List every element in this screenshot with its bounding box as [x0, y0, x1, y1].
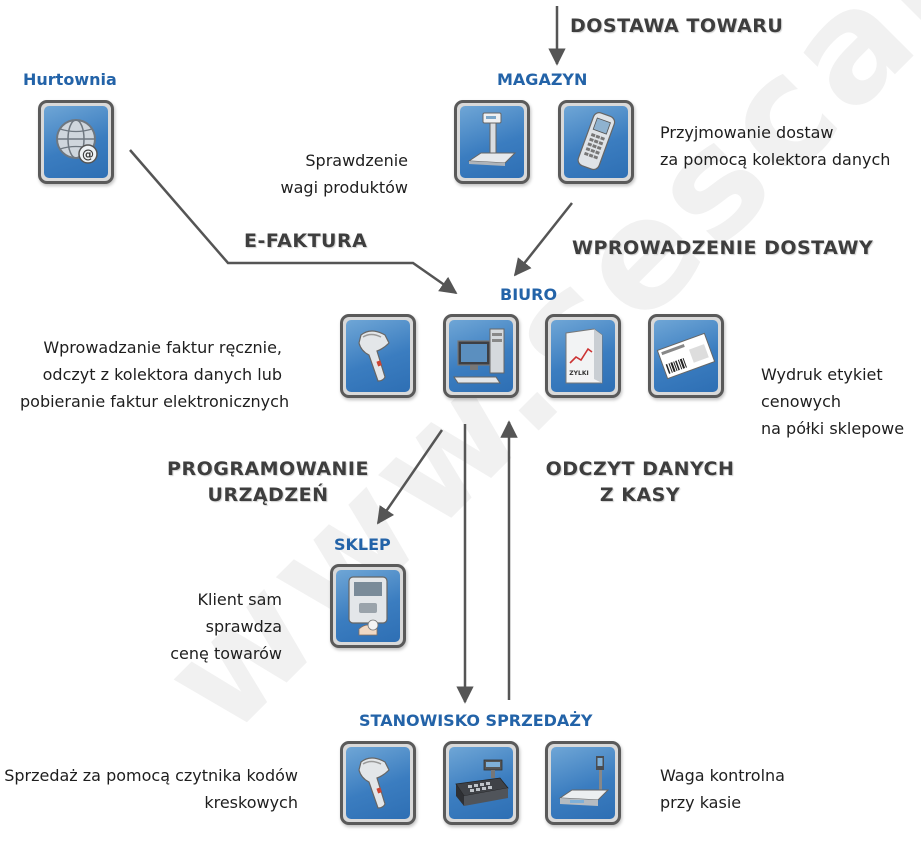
tile-stanowisko-scanner — [340, 741, 416, 825]
desc-wydruk-line3: na półki sklepowe — [761, 419, 905, 438]
desc-faktury-line3: pobieranie faktur elektronicznych — [20, 392, 290, 411]
tile-stanowisko-scale — [545, 741, 621, 825]
node-title-hurtownia: Hurtownia — [23, 70, 117, 89]
desc-klient-line1: Klient sam — [197, 590, 282, 609]
node-title-sklep: SKLEP — [334, 535, 391, 554]
desc-faktury: Wprowadzanie faktur ręcznie, odczyt z ko… — [20, 334, 290, 415]
flow-label-programowanie-line1: PROGRAMOWANIE — [167, 458, 369, 480]
desc-faktury-line1: Wprowadzanie faktur ręcznie, — [43, 338, 282, 357]
tile-hurtownia: @ — [38, 100, 114, 184]
desc-klient-line3: cenę towarów — [170, 644, 282, 663]
platform-scale-icon — [467, 112, 517, 166]
tile-magazyn-collector — [558, 100, 634, 184]
tile-sklep-checker — [330, 564, 406, 648]
software-box-icon: ZYLKI — [565, 328, 603, 384]
desc-klient: Klient sam sprawdza cenę towarów — [120, 586, 282, 667]
price-checker-icon — [348, 576, 388, 636]
desc-sprzedaz-line1: Sprzedaż za pomocą czytnika kodów — [4, 766, 298, 785]
arrow-magazyn-biuro — [513, 202, 573, 277]
checkout-scale-icon — [558, 756, 610, 806]
desc-przyjmowanie-line1: Przyjmowanie dostaw — [660, 123, 834, 142]
desc-przyjmowanie-line2: za pomocą kolektora danych — [660, 150, 891, 169]
flow-label-dostawa-towaru: DOSTAWA TOWARU — [570, 15, 784, 37]
flow-label-odczyt-line1: ODCZYT DANYCH — [545, 458, 735, 480]
desc-wydruk: Wydruk etykiet cenowych na półki sklepow… — [761, 361, 904, 442]
flow-label-wprowadzenie-dostawy: WPROWADZENIE DOSTAWY — [572, 237, 874, 259]
tile-biuro-software: ZYLKI — [545, 314, 621, 398]
software-box-label: ZYLKI — [569, 370, 588, 377]
node-title-biuro: BIURO — [500, 285, 558, 304]
desc-faktury-line2: odczyt z kolektora danych lub — [42, 365, 282, 384]
desc-klient-line2: sprawdza — [205, 617, 282, 636]
svg-text:@: @ — [82, 148, 94, 162]
flow-label-odczyt-line2: Z KASY — [599, 484, 681, 506]
tile-biuro-scanner — [340, 314, 416, 398]
tile-biuro-label — [648, 314, 724, 398]
desc-waga-line1: Waga kontrolna — [660, 766, 785, 785]
tile-biuro-computer — [443, 314, 519, 398]
flow-label-programowanie-line2: URZĄDZEŃ — [207, 484, 329, 506]
desc-przyjmowanie: Przyjmowanie dostaw za pomocą kolektora … — [660, 119, 890, 173]
desc-sprzedaz: Sprzedaż za pomocą czytnika kodów kresko… — [4, 762, 298, 816]
globe-email-icon: @ — [56, 119, 98, 164]
desc-wydruk-line1: Wydruk etykiet — [761, 365, 883, 384]
arrow-hurtownia-biuro — [129, 149, 458, 295]
flow-label-e-faktura: E-FAKTURA — [244, 230, 368, 252]
desc-sprawdzenie: Sprawdzenie wagi produktów — [200, 147, 408, 201]
data-collector-icon — [577, 112, 616, 171]
desc-sprzedaz-line2: kreskowych — [204, 793, 298, 812]
price-label-icon — [656, 332, 716, 380]
desc-sprawdzenie-line1: Sprawdzenie — [305, 151, 408, 170]
tile-magazyn-scale — [454, 100, 530, 184]
flow-label-programowanie: PROGRAMOWANIE URZĄDZEŃ — [158, 456, 378, 508]
desc-waga: Waga kontrolna przy kasie — [660, 762, 785, 816]
node-title-magazyn: MAGAZYN — [497, 70, 588, 89]
tile-stanowisko-register — [443, 741, 519, 825]
flow-label-odczyt: ODCZYT DANYCH Z KASY — [530, 456, 750, 508]
barcode-scanner-icon — [358, 330, 390, 382]
arrow-biuro-sklep — [376, 429, 444, 525]
node-title-stanowisko: STANOWISKO SPRZEDAŻY — [359, 711, 593, 730]
desc-wydruk-line2: cenowych — [761, 392, 842, 411]
barcode-scanner-icon — [358, 757, 390, 809]
desc-sprawdzenie-line2: wagi produktów — [280, 178, 408, 197]
computer-icon — [453, 328, 505, 384]
cash-register-icon — [455, 759, 509, 806]
desc-waga-line2: przy kasie — [660, 793, 742, 812]
